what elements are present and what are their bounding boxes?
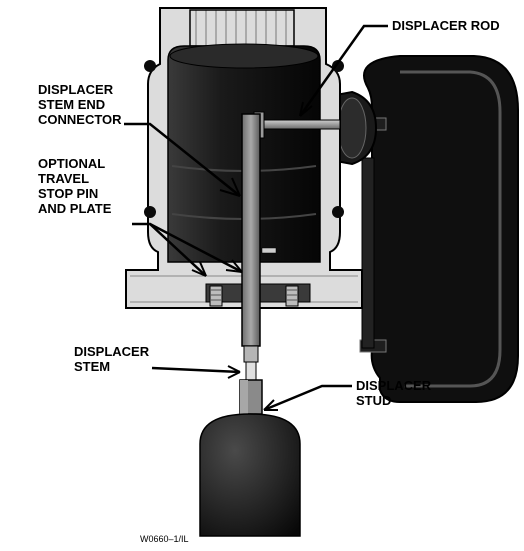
leader-lines	[124, 24, 388, 412]
leader-displacer-stud	[263, 384, 352, 412]
displacer-stud	[239, 379, 263, 415]
label-travel-stop: OPTIONAL TRAVEL STOP PIN AND PLATE	[38, 156, 112, 216]
torque-tube-housing	[359, 55, 519, 403]
leader-displacer-rod	[298, 24, 388, 117]
label-stem-end-connector: DISPLACER STEM END CONNECTOR	[38, 82, 122, 127]
label-displacer-rod: DISPLACER ROD	[392, 18, 500, 33]
label-displacer-stem: DISPLACER STEM	[74, 344, 150, 374]
stem-end-connector	[241, 113, 261, 347]
label-displacer-stud: DISPLACER STUD	[356, 378, 432, 408]
leader-travel-stop-plate	[149, 222, 243, 274]
leader-displacer-stem	[151, 366, 241, 374]
displacer-body	[199, 413, 301, 537]
leader-stem-end-connector	[124, 122, 241, 197]
displacer-stem	[243, 345, 259, 381]
drawing-code: W0660–1/IL	[140, 534, 189, 544]
